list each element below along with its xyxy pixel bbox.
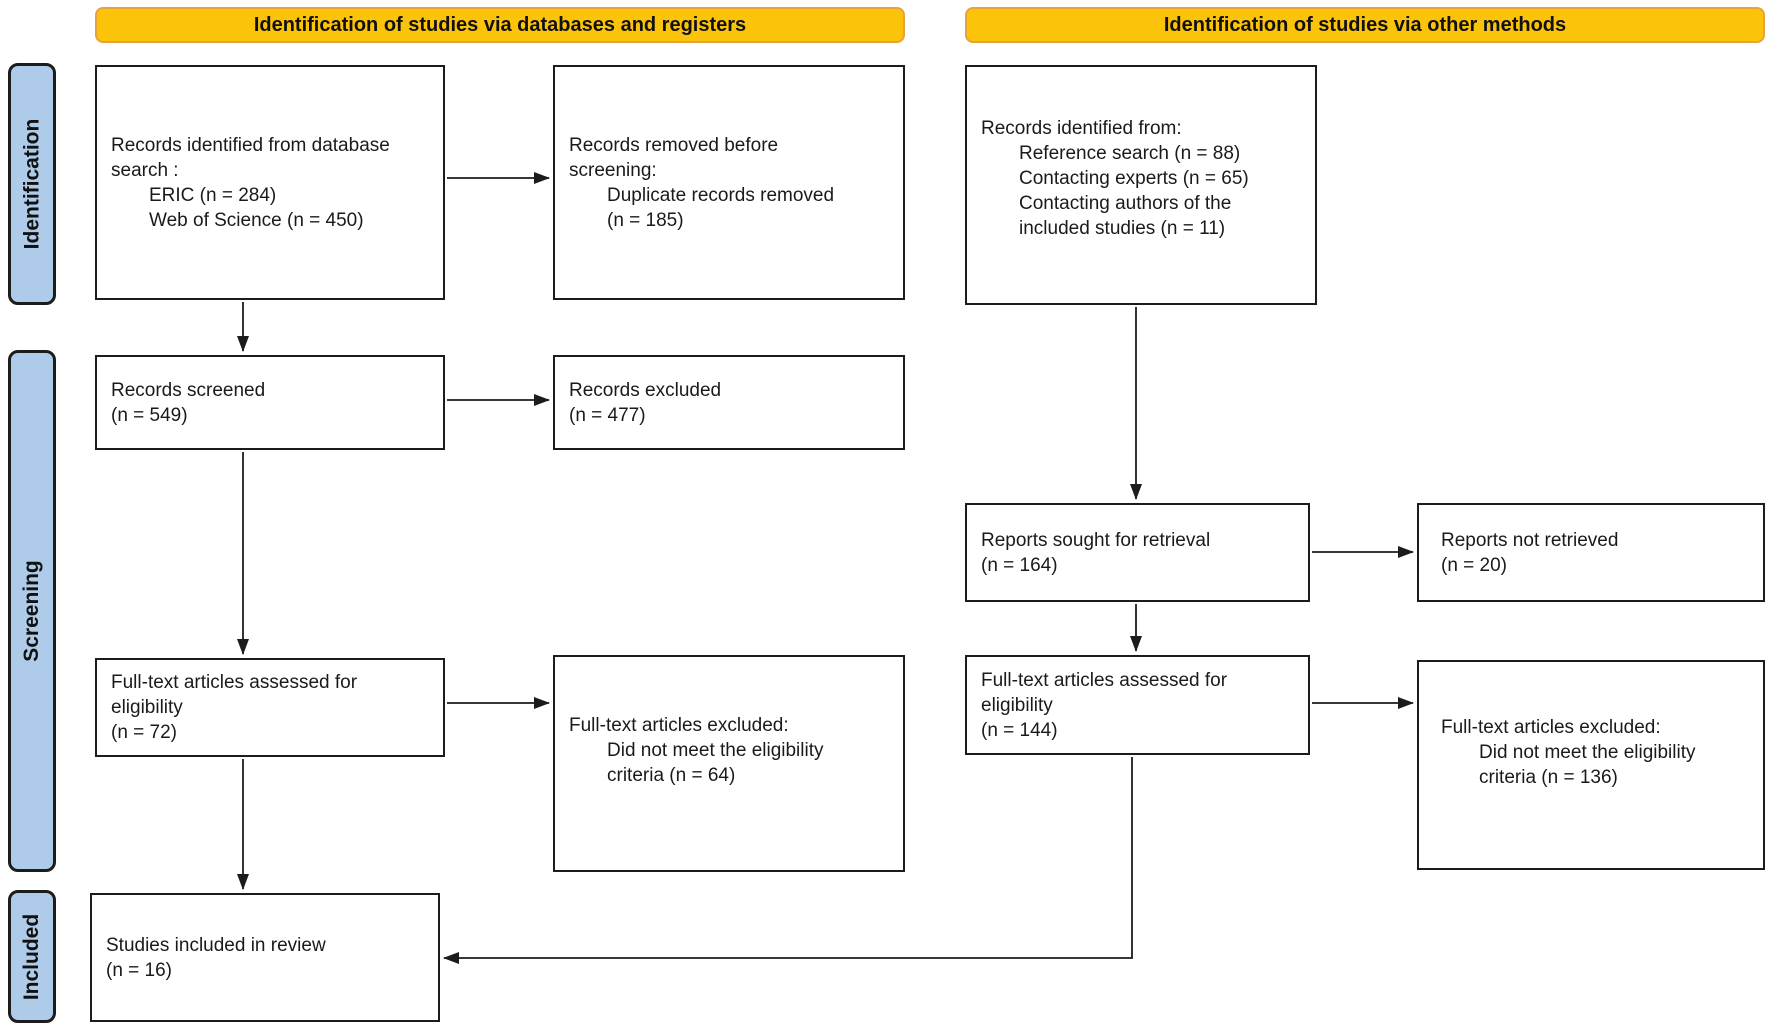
box-text-line: Full-text articles excluded: [1441,716,1661,738]
box-fulltext-excluded-other: Full-text articles excluded: Did not mee… [1417,660,1765,870]
box-text-line: Reports not retrieved [1441,529,1619,551]
box-text-line: (n = 16) [106,959,173,981]
box-text-line: Duplicate records removed [607,184,835,206]
box-text-line: ERIC (n = 284) [149,184,277,206]
box-text-line: (n = 72) [111,722,178,743]
box-text-line: eligibility [981,694,1053,716]
box-text-line: Records identified from database [111,134,390,156]
box-records-removed: Records removed before screening: Duplic… [553,65,905,300]
stage-label-included: Included [8,890,56,1023]
banner-databases-registers: Identification of studies via databases … [95,7,905,43]
box-text-line: Reports sought for retrieval [981,529,1211,551]
box-reports-not-retrieved: Reports not retrieved (n = 20) [1417,503,1765,602]
stage-label-text: Screening [20,560,44,662]
box-text-line: Full-text articles assessed for [111,672,358,693]
stage-label-identification: Identification [8,63,56,305]
box-text-line: Studies included in review [106,934,326,956]
box-text-line: Reference search (n = 88) [1019,142,1241,164]
box-studies-included: Studies included in review (n = 16) [90,893,440,1022]
box-text-line: Records screened [111,379,266,401]
box-text-line: Contacting authors of the [1019,192,1232,214]
box-text-line: Records identified from: [981,117,1182,139]
box-text-line: criteria (n = 64) [607,765,736,786]
box-text-line: (n = 477) [569,404,646,426]
box-text-line: Did not meet the eligibility [1479,741,1696,763]
box-text-line: Contacting experts (n = 65) [1019,167,1249,189]
box-text-line: (n = 164) [981,554,1058,576]
box-text-line: included studies (n = 11) [1019,217,1226,239]
box-text-line: (n = 20) [1441,554,1508,576]
box-text-line: (n = 185) [607,209,684,231]
stage-label-text: Identification [20,118,44,250]
box-text-line: search : [111,159,179,181]
box-text-line: Full-text articles assessed for [981,669,1228,691]
stage-label-screening: Screening [8,350,56,872]
banner-other-methods: Identification of studies via other meth… [965,7,1765,43]
box-records-screened: Records screened (n = 549) [95,355,445,450]
box-text-line: screening: [569,159,657,181]
box-fulltext-assessed-databases: Full-text articles assessed for eligibil… [95,658,445,757]
box-records-identified-databases: Records identified from database search … [95,65,445,300]
box-text-line: Did not meet the eligibility [607,740,824,761]
box-reports-sought: Reports sought for retrieval (n = 164) [965,503,1310,602]
box-records-identified-other: Records identified from: Reference searc… [965,65,1317,305]
box-fulltext-excluded-databases: Full-text articles excluded: Did not mee… [553,655,905,872]
box-text-line: criteria (n = 136) [1479,766,1618,788]
box-fulltext-assessed-other: Full-text articles assessed for eligibil… [965,655,1310,755]
box-text-line: (n = 549) [111,404,188,426]
box-text-line: eligibility [111,697,183,718]
box-text-line: (n = 144) [981,719,1058,741]
box-text-line: Records removed before [569,134,779,156]
box-text-line: Records excluded [569,379,722,401]
box-records-excluded: Records excluded (n = 477) [553,355,905,450]
stage-label-text: Included [20,913,43,1000]
box-text-line: Full-text articles excluded: [569,715,789,736]
box-text-line: Web of Science (n = 450) [149,209,364,231]
